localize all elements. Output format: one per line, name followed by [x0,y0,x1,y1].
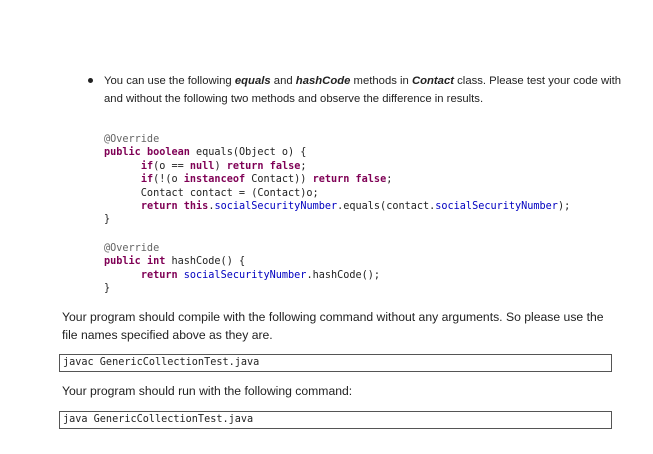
compile-instructions: Your program should compile with the fol… [62,310,604,342]
bullet-dot [88,78,93,83]
equals-code-block: @Override public boolean equals(Object o… [104,134,571,226]
hashcode-method-name: hashCode [295,75,351,87]
run-instructions: Your program should run with the followi… [62,384,353,398]
contact-class-name: Contact [411,75,455,87]
hashcode-code-block: @Override public int hashCode() { return… [104,243,381,295]
bullet-text: You can use the following equals and has… [104,75,622,105]
compile-command: javac GenericCollectionTest.java [63,357,260,368]
run-command-box: java GenericCollectionTest.java [59,411,612,429]
equals-method-name: equals [234,75,271,87]
run-command: java GenericCollectionTest.java [63,414,254,425]
compile-command-box: javac GenericCollectionTest.java [59,354,612,372]
